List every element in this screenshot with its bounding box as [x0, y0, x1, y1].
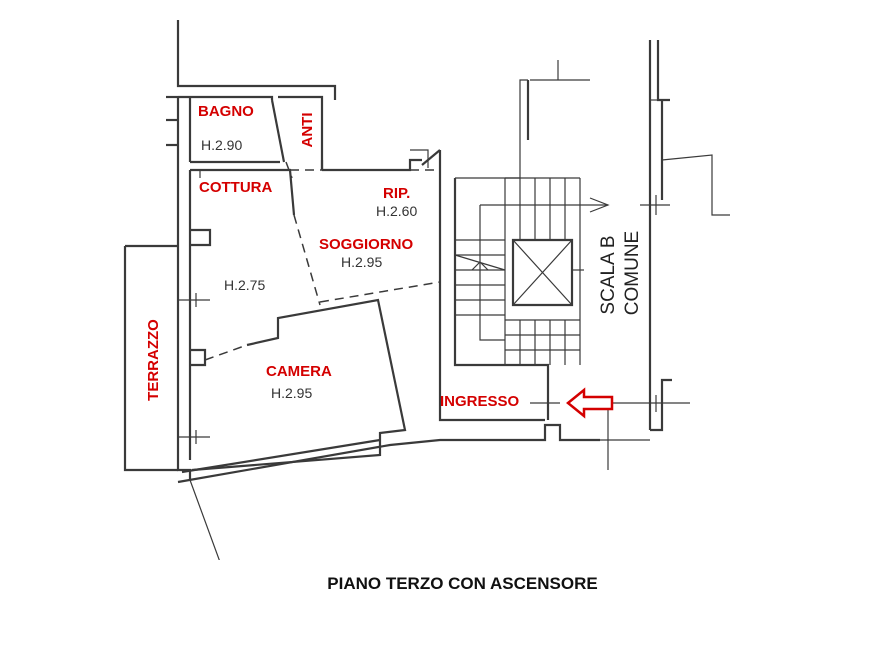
floor-plan: TERRAZZO BAGNO H.2.90 ANTI COTTURA H.2.7… — [123, 20, 730, 560]
cottura-height: H.2.75 — [224, 277, 265, 293]
rip-label: RIP. — [383, 185, 410, 202]
cottura-label: COTTURA — [199, 179, 272, 196]
plan-caption: PIANO TERZO CON ASCENSORE — [327, 574, 598, 593]
ingresso-label: INGRESSO — [440, 393, 520, 410]
rip-height: H.2.60 — [376, 203, 417, 219]
staircase — [454, 177, 610, 365]
camera-label: CAMERA — [266, 363, 332, 380]
soggiorno-height: H.2.95 — [341, 254, 382, 270]
terrazzo-area: TERRAZZO — [123, 244, 178, 472]
stair-label-line2: COMUNE — [622, 231, 643, 315]
anti-label: ANTI — [299, 113, 316, 148]
bagno-label: BAGNO — [198, 103, 254, 120]
walls — [166, 20, 730, 560]
soggiorno-label: SOGGIORNO — [319, 236, 414, 253]
camera-height: H.2.95 — [271, 385, 312, 401]
left-arrow-icon — [566, 387, 614, 419]
stair-label-line1: SCALA B — [598, 235, 619, 314]
dimension-ticks — [177, 195, 690, 470]
bagno-height: H.2.90 — [201, 137, 242, 153]
terrazzo-label: TERRAZZO — [145, 319, 162, 401]
dashed-room-divisions — [204, 161, 441, 361]
